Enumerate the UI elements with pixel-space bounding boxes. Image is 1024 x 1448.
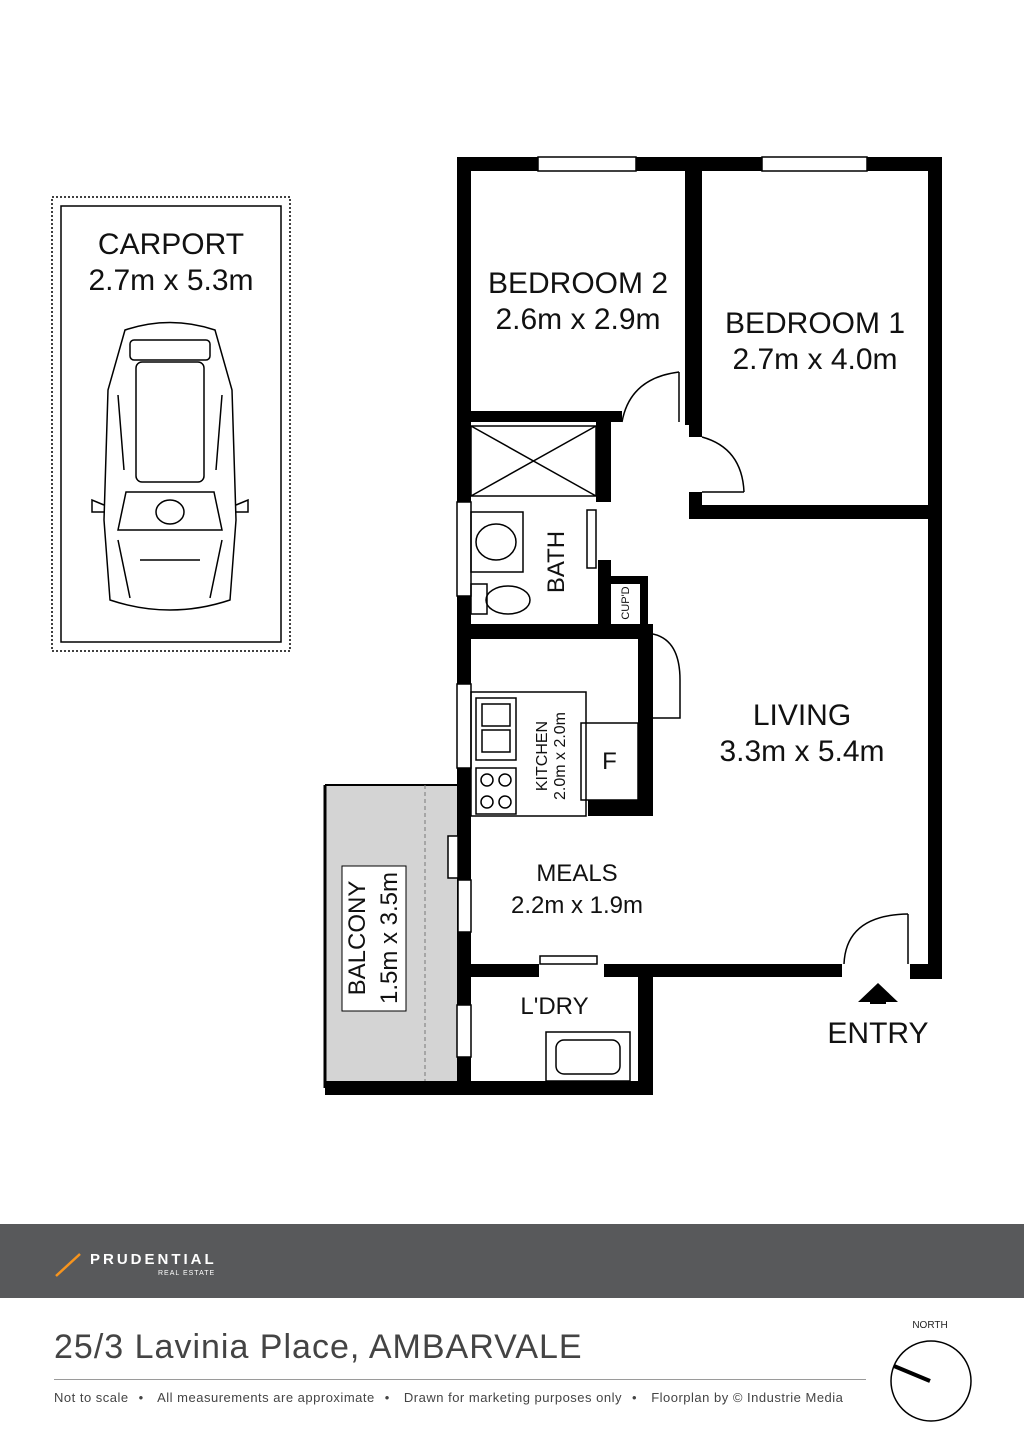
note-item: Drawn for marketing purposes only bbox=[403, 1390, 622, 1405]
brand-name: PRUDENTIAL bbox=[90, 1251, 217, 1268]
laundry-label: L'DRY bbox=[520, 993, 589, 1020]
note-item: All measurements are approximate bbox=[157, 1390, 375, 1405]
bath-label: BATH bbox=[543, 530, 570, 594]
note-item: Floorplan by © Industrie Media bbox=[651, 1390, 844, 1405]
floorplan-drawing bbox=[51, 156, 942, 1095]
carport-outline bbox=[51, 196, 291, 652]
entry-label: ENTRY bbox=[827, 1017, 929, 1050]
brand-sub: REAL ESTATE bbox=[158, 1270, 216, 1277]
windows bbox=[447, 156, 868, 1058]
entry-arrow-icon bbox=[858, 983, 898, 1004]
car-icon bbox=[91, 321, 249, 611]
north-compass-icon bbox=[890, 1340, 972, 1422]
fridge-label: F bbox=[602, 748, 617, 775]
footer-band bbox=[0, 1224, 1024, 1298]
property-address: 25/3 Lavinia Place, AMBARVALE bbox=[54, 1328, 583, 1366]
brand-slash-icon bbox=[55, 1253, 81, 1277]
north-label: NORTH bbox=[912, 1320, 948, 1331]
note-item: Not to scale bbox=[54, 1390, 129, 1405]
balcony-area bbox=[323, 784, 465, 1088]
cupd-label: CUP'D bbox=[620, 586, 632, 620]
footer-notes: Not to scale• All measurements are appro… bbox=[54, 1390, 844, 1405]
footer-divider bbox=[54, 1379, 866, 1380]
doors bbox=[621, 371, 909, 965]
fixtures bbox=[470, 425, 639, 1082]
